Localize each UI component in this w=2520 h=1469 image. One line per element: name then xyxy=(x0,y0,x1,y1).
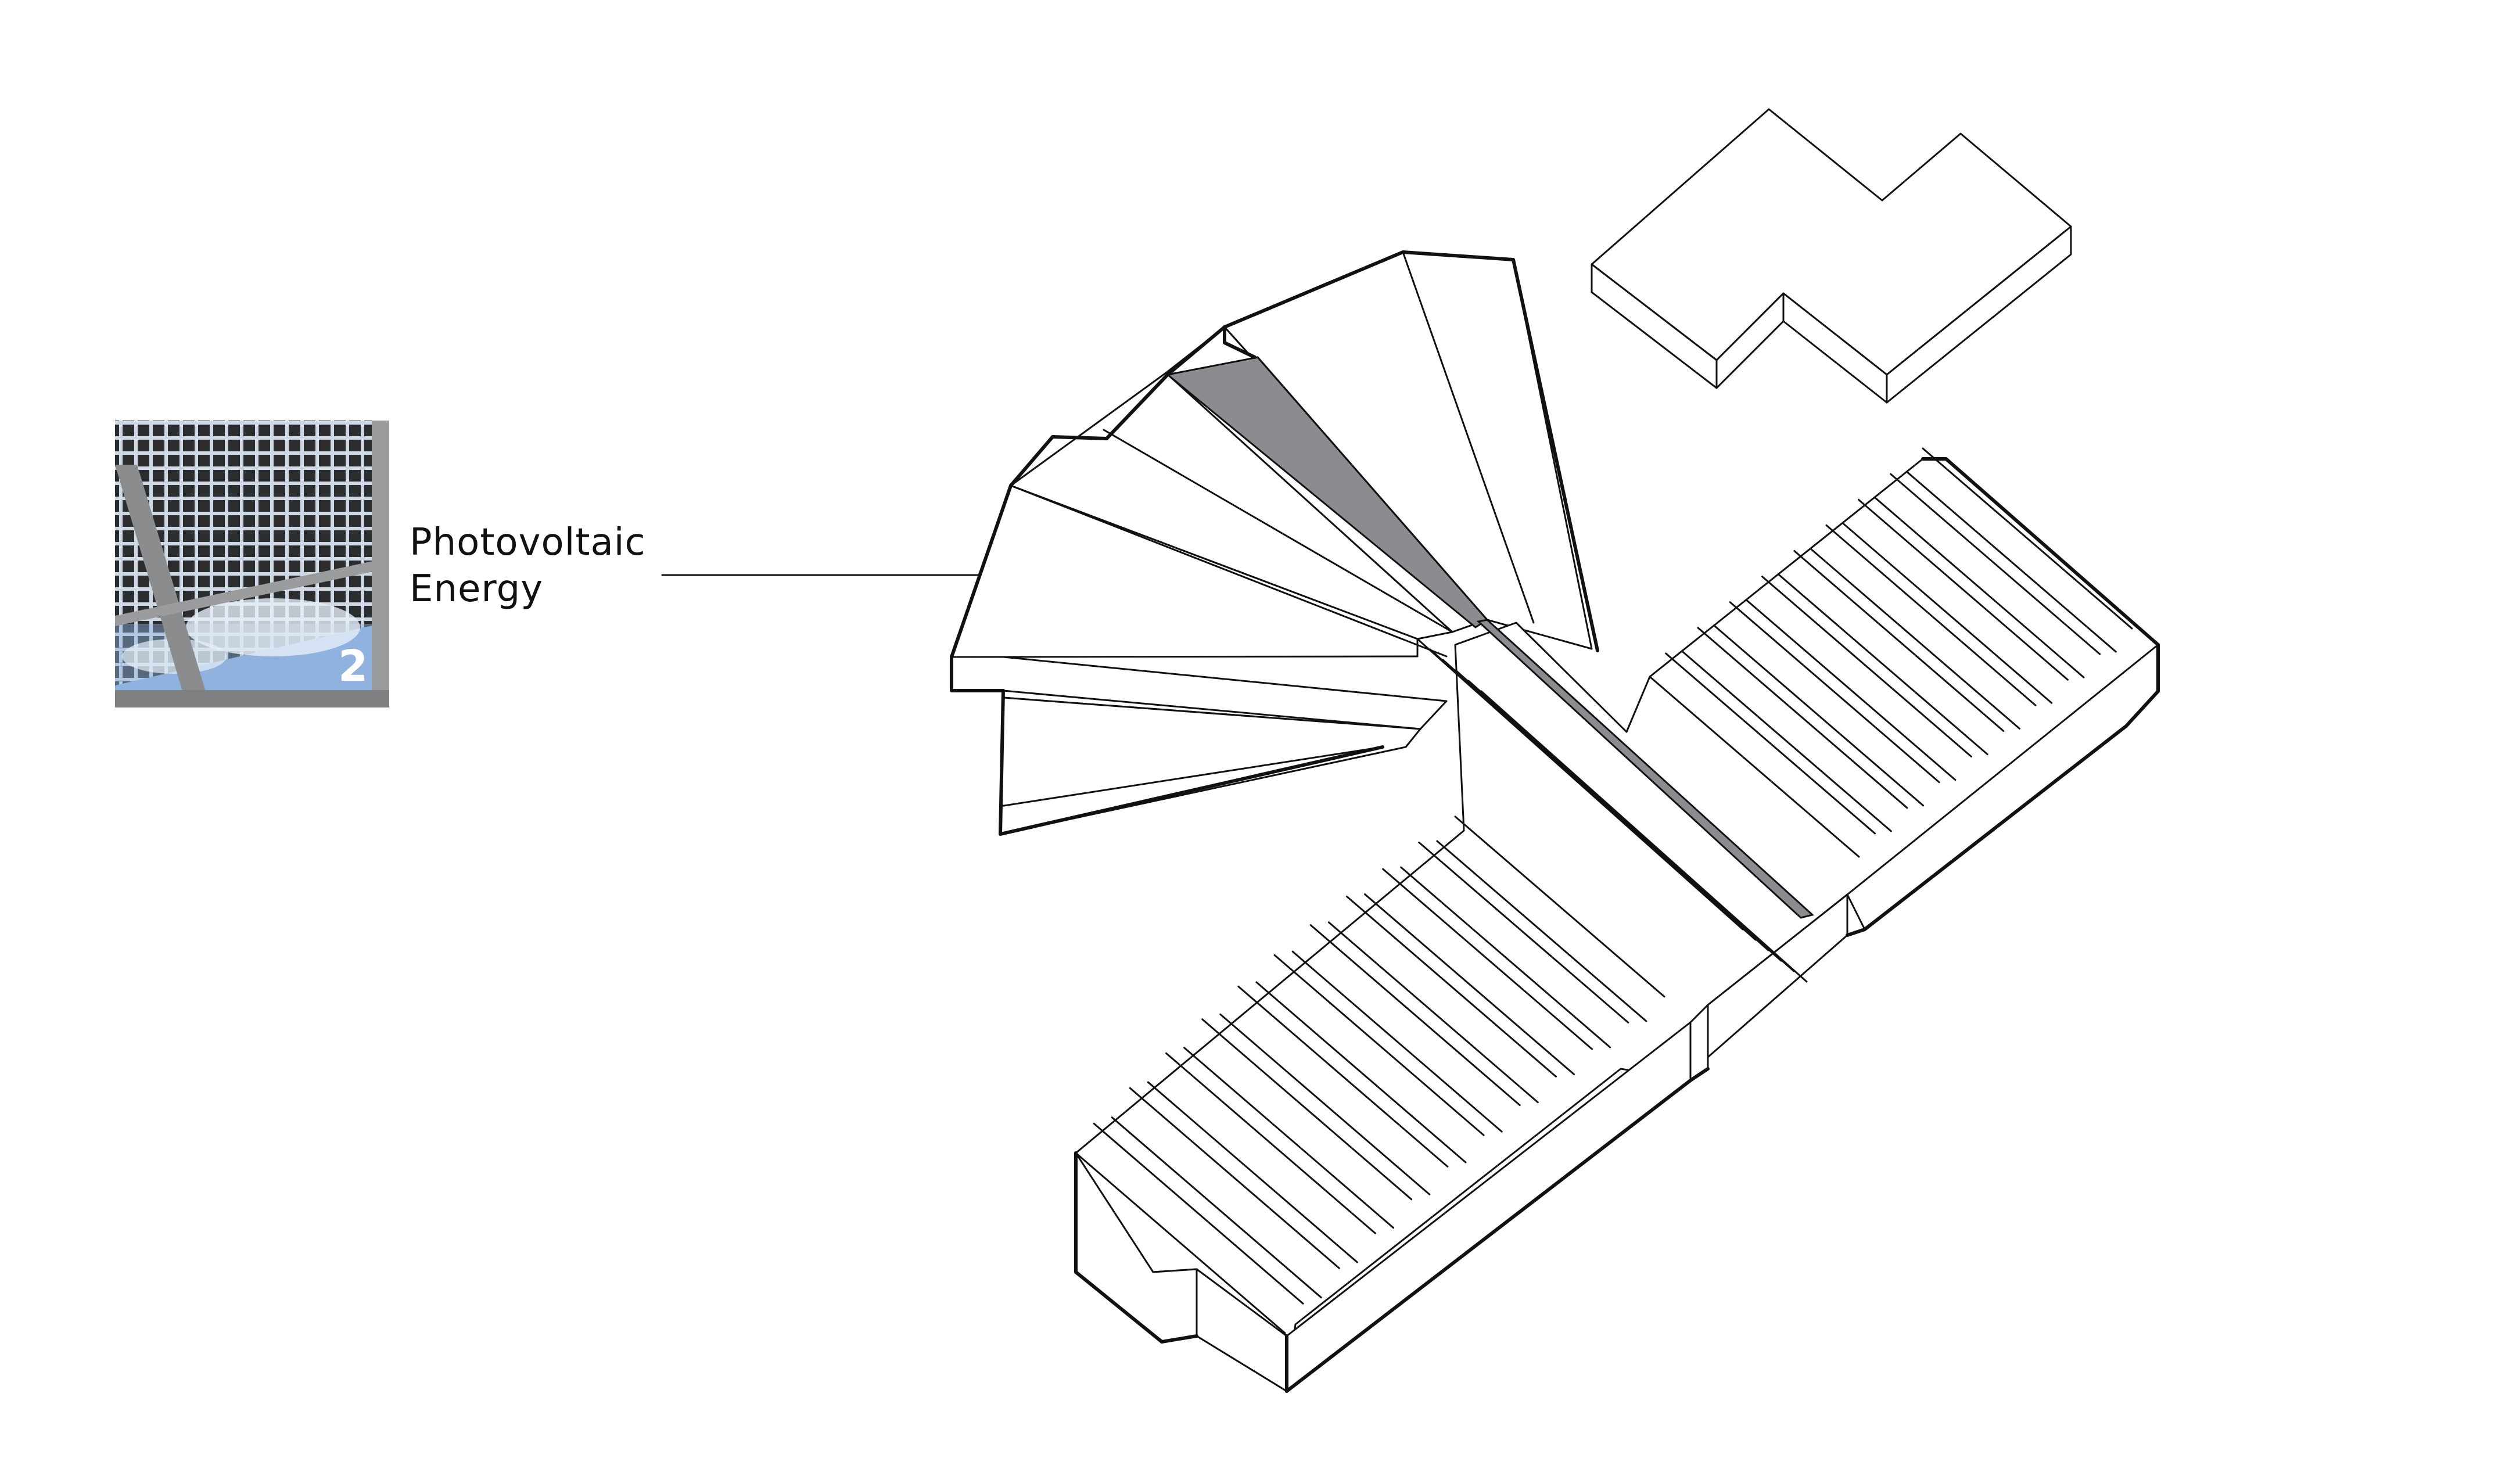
ridge-line xyxy=(1745,599,1957,781)
ridge-line xyxy=(1649,676,1860,858)
ridge-line xyxy=(1093,1122,1304,1305)
ridge-line xyxy=(1825,524,2037,706)
roof-ridges xyxy=(1075,447,2133,1334)
callout-label-line1: Photovoltaic xyxy=(410,521,646,564)
ridge-line xyxy=(1237,985,1449,1168)
ridge-line xyxy=(1809,547,2020,730)
ridge-line xyxy=(1400,866,1611,1048)
ridge-line xyxy=(1729,601,1940,784)
photovoltaic-thumbnail: 2 xyxy=(115,421,389,707)
ridge-line xyxy=(1345,895,1557,1077)
ridge-line xyxy=(1761,576,1973,758)
ridge-line xyxy=(1454,816,1665,998)
ridge-line xyxy=(1327,921,1539,1104)
ridge-line xyxy=(1273,954,1485,1136)
ridge-line xyxy=(1219,1013,1431,1195)
ridge-line xyxy=(1905,470,2117,653)
ridge-line xyxy=(1382,868,1593,1050)
ridge-line xyxy=(1873,496,2085,678)
ridge-line xyxy=(1681,650,1892,832)
ridge-line xyxy=(1713,624,1925,807)
ridge-line xyxy=(1129,1087,1340,1269)
ridge-line xyxy=(1665,652,1876,835)
ridge-line xyxy=(1793,549,2005,732)
ridge-line xyxy=(1255,981,1467,1163)
ridge-line xyxy=(1201,1018,1413,1201)
ridge-line xyxy=(1147,1081,1358,1263)
fan-roof-layer xyxy=(950,250,1599,836)
callout-label-line2: Energy xyxy=(410,568,543,610)
ridge-line xyxy=(1418,841,1629,1023)
ridge-line xyxy=(1480,690,1808,983)
ridge-line xyxy=(1922,447,2133,630)
ridge-line xyxy=(1309,924,1521,1107)
ridge-line xyxy=(1777,573,1988,756)
thumbnail-number: 2 xyxy=(338,641,368,691)
ridge-line xyxy=(1364,893,1575,1075)
ridge-line xyxy=(1183,1047,1395,1229)
ridge-line xyxy=(1165,1052,1376,1234)
ridge-line xyxy=(1841,522,2053,704)
ridge-line xyxy=(1857,498,2069,681)
ridged-building-body xyxy=(1074,447,2160,1393)
ridge-line xyxy=(1111,1116,1322,1299)
stepped-roof-block xyxy=(1591,108,2072,404)
pv-highlight-strip-main xyxy=(1476,619,1815,919)
ridge-line xyxy=(1075,1152,1286,1334)
ridge-line xyxy=(1291,950,1503,1133)
ridge-line xyxy=(1697,627,1908,809)
ridge-line xyxy=(1436,840,1647,1022)
ridge-line xyxy=(1890,473,2101,655)
